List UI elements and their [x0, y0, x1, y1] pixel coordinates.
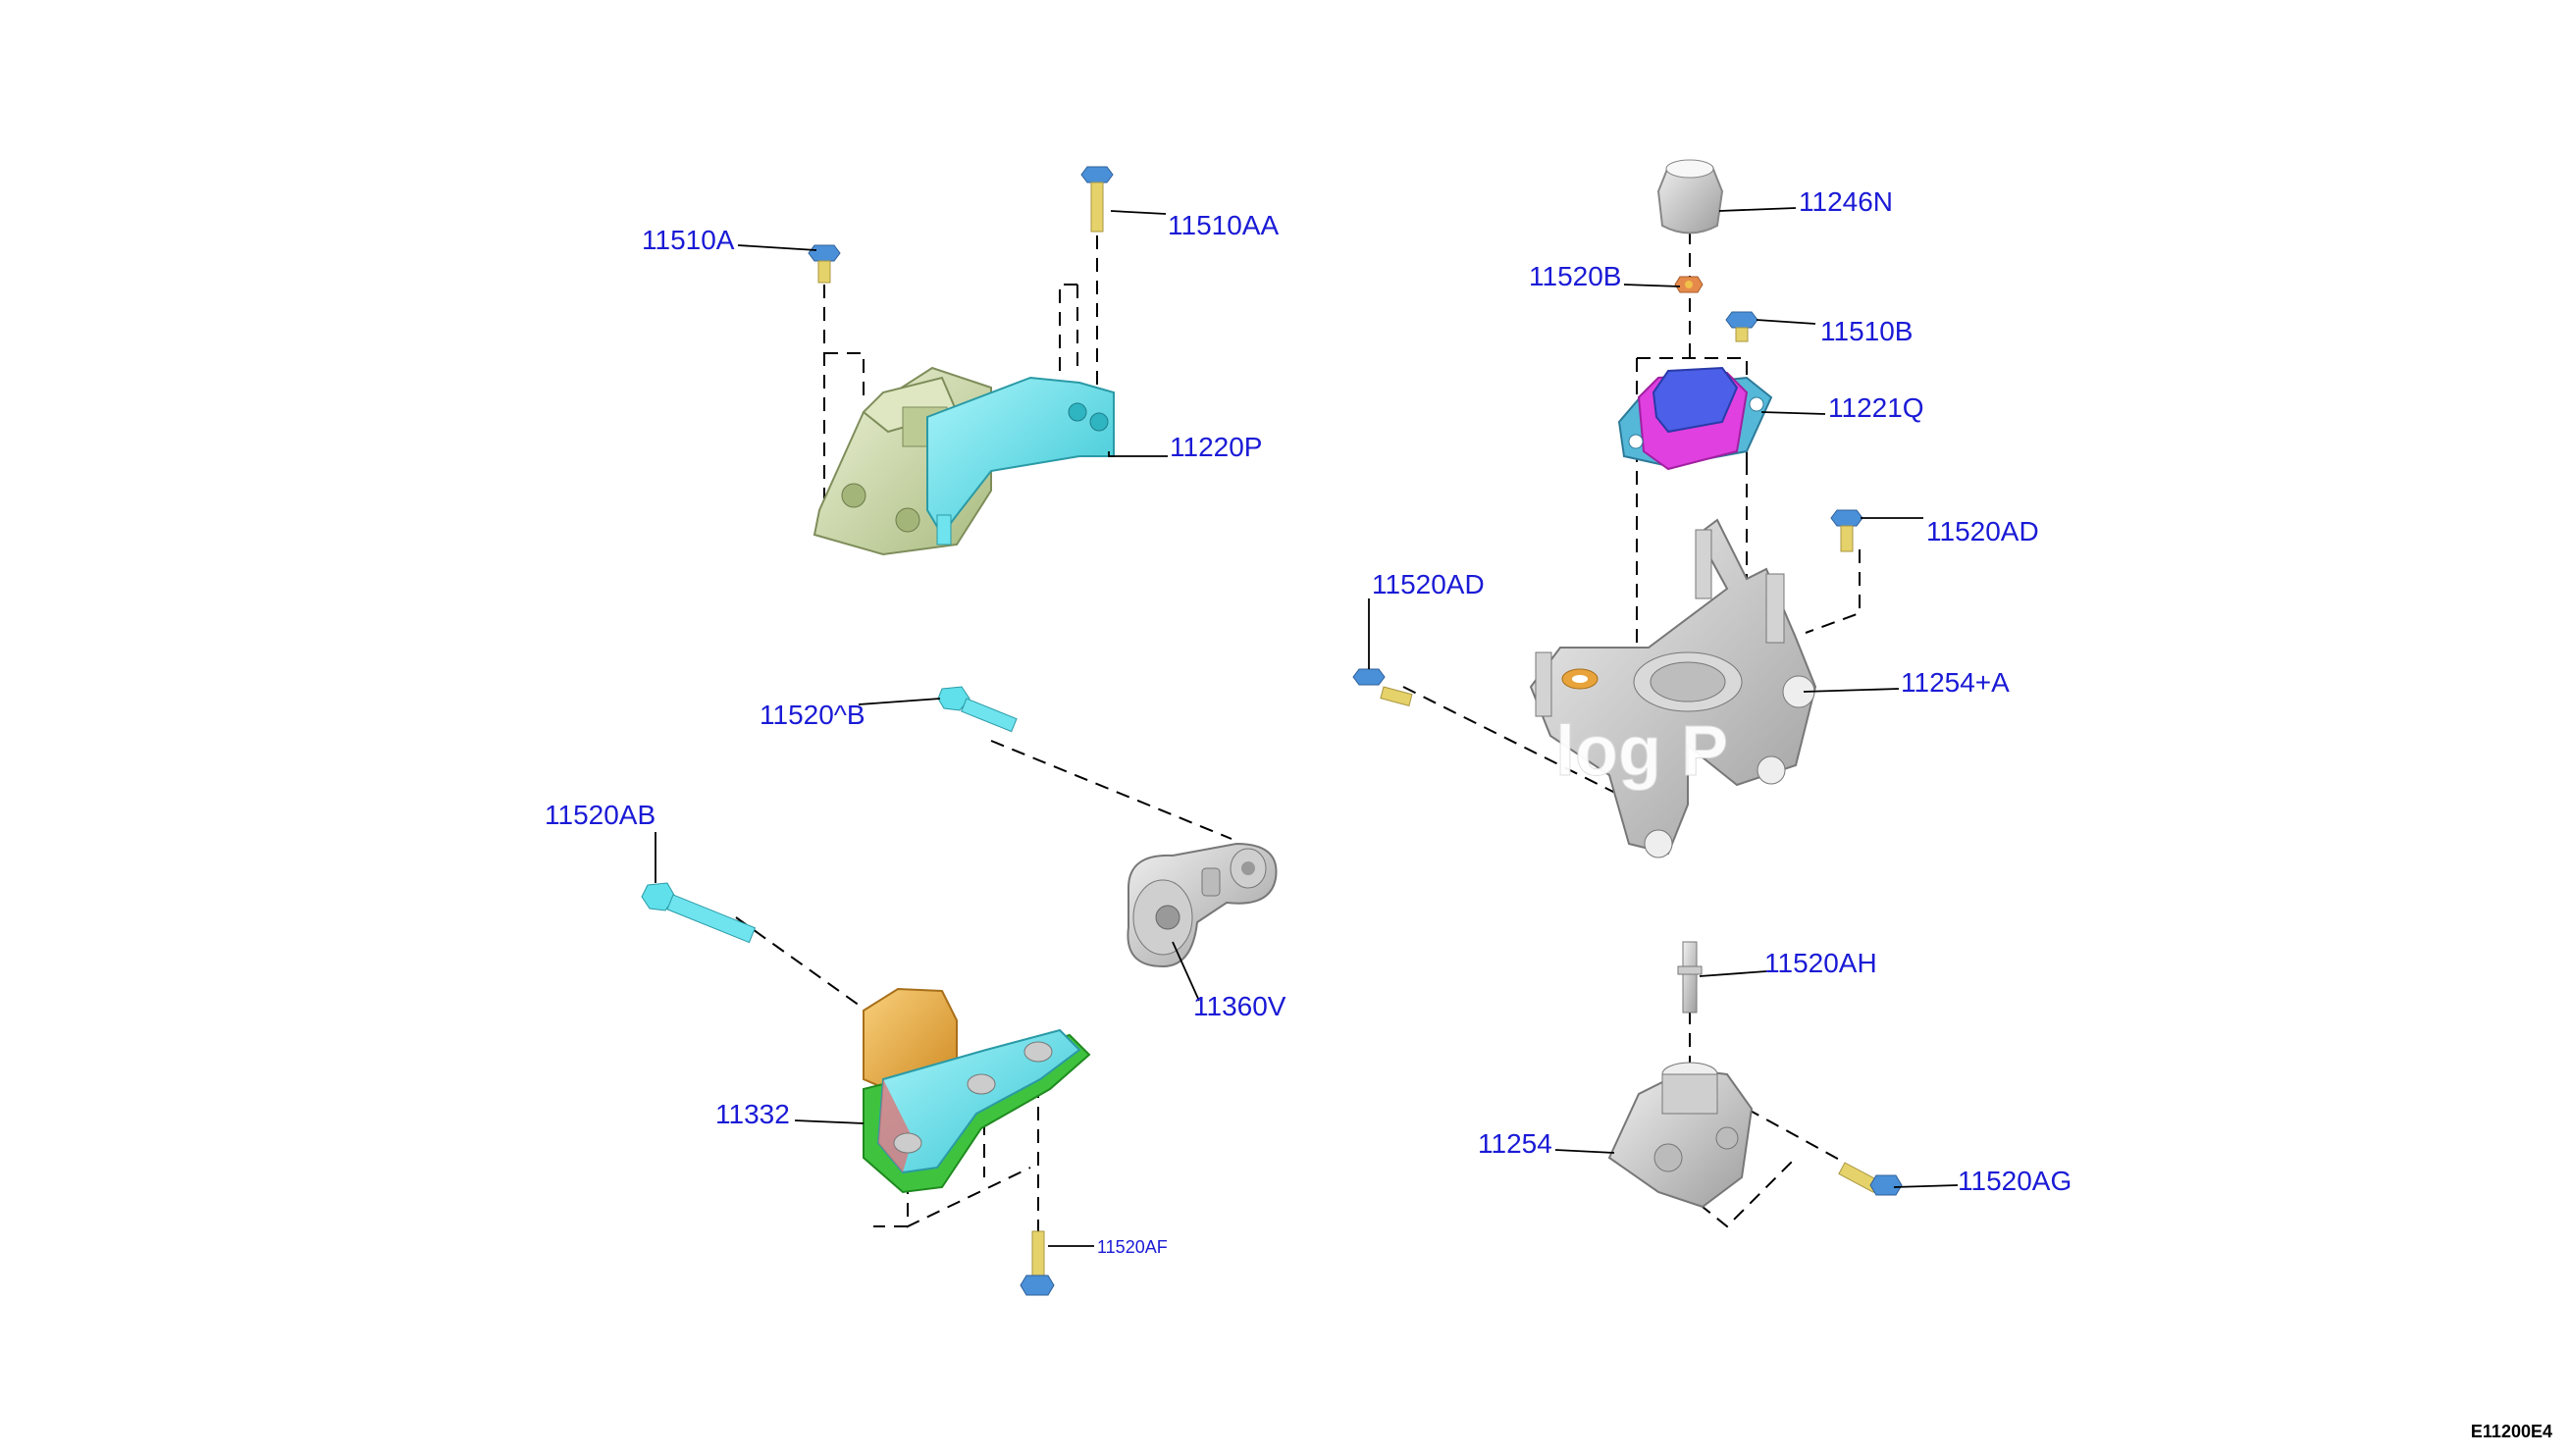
callout-11520AH[interactable]: 11520AH — [1764, 948, 1877, 978]
bolt-11520AG — [1838, 1162, 1903, 1196]
bolt-11520AF — [1020, 1230, 1055, 1296]
callout-11254-A[interactable]: 11254+A — [1901, 667, 2010, 698]
callout-11520AF[interactable]: 11520AF — [1097, 1237, 1168, 1257]
mount-11221Q — [1617, 366, 1773, 471]
bracket-11254-group — [1554, 941, 1959, 1228]
bolt-11520AB — [641, 882, 757, 944]
stud-11520AH — [1677, 941, 1703, 1014]
bolt-11510B — [1725, 311, 1758, 342]
engine-mount-stack-group: log P — [1352, 159, 1923, 858]
callout-11510B[interactable]: 11510B — [1820, 316, 1914, 346]
torque-rod-group — [641, 686, 1278, 1016]
torque-rod-11360V — [1127, 842, 1278, 968]
callout-11221Q[interactable]: 11221Q — [1828, 392, 1924, 423]
bolt-11520AD-left — [1352, 668, 1413, 706]
callout-11520AG[interactable]: 11520AG — [1958, 1166, 2072, 1196]
callout-11360V[interactable]: 11360V — [1193, 991, 1286, 1021]
callout-11254[interactable]: 11254 — [1478, 1128, 1552, 1159]
bolt-11510AA — [1080, 166, 1114, 233]
bracket-11254 — [1607, 1062, 1754, 1209]
callout-11520AD-right[interactable]: 11520AD — [1926, 516, 2039, 546]
callout-11246N[interactable]: 11246N — [1799, 186, 1894, 217]
bolt-11520AB-upper — [937, 686, 1018, 733]
bolt-11510A — [808, 244, 841, 284]
nut-11520B — [1674, 276, 1704, 293]
bracket-11254A — [1529, 518, 1817, 858]
cap-11246N — [1656, 159, 1724, 234]
callout-11510AA[interactable]: 11510AA — [1168, 210, 1280, 240]
callout-11520AB-upper[interactable]: 11520^B — [760, 700, 865, 730]
mount-11332-group — [794, 987, 1094, 1296]
callout-11332[interactable]: 11332 — [715, 1099, 790, 1129]
callout-11510A[interactable]: 11510A — [642, 225, 735, 255]
watermark-text: log P — [1555, 712, 1728, 791]
callout-11220P[interactable]: 11220P — [1170, 432, 1263, 462]
bolt-11520AD-right — [1830, 509, 1863, 552]
callout-11520B[interactable]: 11520B — [1529, 261, 1622, 291]
callout-11520AB[interactable]: 11520AB — [545, 800, 656, 830]
callout-11520AD-left[interactable]: 11520AD — [1372, 569, 1485, 599]
upper-mount-bracket-group — [737, 166, 1168, 556]
figure-id: E11200E4 — [2470, 1422, 2552, 1441]
